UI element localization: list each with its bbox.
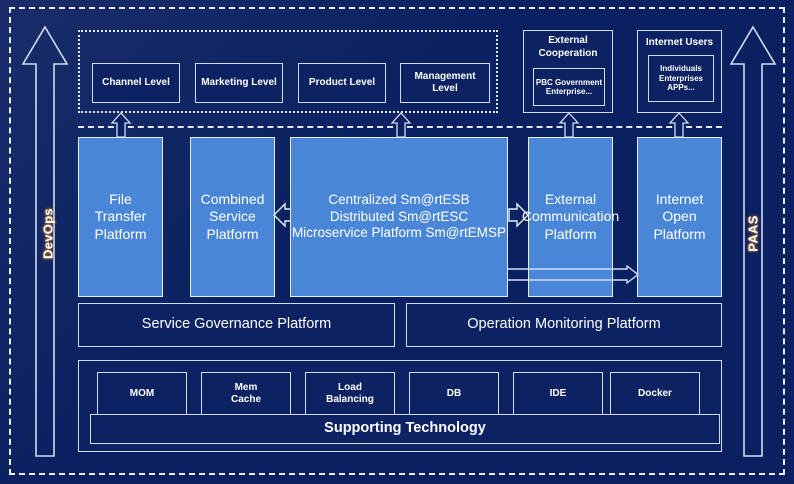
- up-arrow-icon-external: [558, 112, 580, 138]
- file-transfer-platform-line-3: Platform: [94, 225, 147, 242]
- paas-arrow-label: PAAS: [745, 215, 761, 252]
- line-arrow-to-internet-open-platform: [506, 264, 640, 285]
- level-box-marketing-label: Marketing Level: [201, 77, 277, 89]
- supporting-item-load-balancing[interactable]: Load Balancing: [305, 372, 395, 416]
- external-cooperation-box[interactable]: External Cooperation PBC Government Ente…: [523, 30, 613, 113]
- supporting-item-mom[interactable]: MOM: [97, 372, 187, 416]
- central-esb-platform-line-3: Microservice Platform Sm@rtEMSP: [292, 225, 506, 241]
- level-box-management[interactable]: Management Level: [400, 63, 490, 103]
- central-esb-platform-line-1: Centralized Sm@rtESB: [328, 192, 470, 208]
- level-box-product-label: Product Level: [308, 77, 376, 89]
- paas-arrow: [729, 24, 777, 459]
- supporting-item-db[interactable]: DB: [409, 372, 499, 416]
- supporting-item-ide-line-1: IDE: [549, 388, 567, 400]
- file-transfer-platform-line-1: File: [109, 191, 132, 208]
- devops-arrow: [21, 24, 69, 459]
- internet-open-platform-line-3: Platform: [653, 225, 706, 242]
- business-levels-group: [78, 30, 498, 113]
- file-transfer-platform[interactable]: File Transfer Platform: [78, 137, 163, 297]
- internet-users-inner-line-3: APPs...: [667, 83, 695, 93]
- supporting-item-docker-line-1: Docker: [638, 388, 672, 400]
- up-arrow-icon-channel: [110, 112, 132, 138]
- external-communication-platform-line-2: Communication: [521, 208, 620, 225]
- internet-open-platform-line-2: Open: [662, 208, 697, 225]
- external-cooperation-title: External Cooperation: [538, 35, 598, 59]
- service-governance-platform[interactable]: Service Governance Platform: [78, 303, 395, 347]
- external-communication-platform-line-3: Platform: [544, 225, 597, 242]
- supporting-item-db-line-1: DB: [446, 388, 462, 400]
- up-arrow-icon-internet: [668, 112, 690, 138]
- supporting-item-mom-line-1: MOM: [129, 388, 155, 400]
- combined-service-platform-line-3: Platform: [206, 225, 259, 242]
- internet-users-inner-line-2: Enterprises: [658, 73, 704, 83]
- external-communication-platform[interactable]: External Communication Platform: [522, 137, 619, 297]
- internet-users-box[interactable]: Internet Users Individuals Enterprises A…: [637, 30, 722, 113]
- supporting-item-load-balancing-line-1: Load: [338, 382, 362, 394]
- level-box-channel[interactable]: Channel Level: [92, 63, 180, 103]
- combined-service-platform[interactable]: Combined Service Platform: [190, 137, 275, 297]
- internet-users-title: Internet Users: [645, 37, 714, 48]
- combined-service-platform-line-2: Service: [209, 208, 256, 225]
- internet-open-platform[interactable]: Internet Open Platform: [637, 137, 722, 297]
- external-cooperation-inner-label: PBC Government Enterprise...: [535, 77, 603, 96]
- level-box-product[interactable]: Product Level: [298, 63, 386, 103]
- internet-users-inner: Individuals Enterprises APPs...: [648, 55, 714, 102]
- devops-arrow-label: DevOps: [40, 208, 56, 259]
- external-cooperation-inner: PBC Government Enterprise...: [533, 68, 605, 106]
- internet-open-platform-line-1: Internet: [655, 191, 704, 208]
- combined-service-platform-line-1: Combined: [200, 191, 265, 208]
- supporting-technology-banner[interactable]: Supporting Technology: [90, 414, 720, 444]
- supporting-item-docker[interactable]: Docker: [610, 372, 700, 416]
- supporting-item-mem-cache-line-2: Cache: [230, 394, 261, 405]
- central-esb-platform-line-2: Distributed Sm@rtESC: [329, 208, 469, 224]
- supporting-technology-banner-label: Supporting Technology: [324, 420, 486, 437]
- level-box-marketing[interactable]: Marketing Level: [195, 63, 283, 103]
- file-transfer-platform-line-2: Transfer: [94, 208, 147, 225]
- operation-monitoring-platform[interactable]: Operation Monitoring Platform: [406, 303, 722, 347]
- up-arrow-icon-central: [390, 112, 412, 138]
- supporting-item-ide[interactable]: IDE: [513, 372, 603, 416]
- service-governance-platform-label: Service Governance Platform: [141, 316, 332, 333]
- flow-arrow-right-icon: [508, 200, 530, 230]
- level-box-management-label: Management Level: [414, 71, 476, 94]
- external-communication-platform-line-1: External: [544, 191, 597, 208]
- internet-users-inner-line-1: Individuals: [660, 64, 702, 74]
- supporting-item-mem-cache[interactable]: Mem Cache: [201, 372, 291, 416]
- supporting-item-load-balancing-line-2: Balancing: [326, 394, 374, 405]
- level-box-channel-label: Channel Level: [102, 77, 170, 89]
- supporting-item-mem-cache-line-1: Mem: [234, 382, 258, 394]
- central-esb-platform[interactable]: Centralized Sm@rtESB Distributed Sm@rtES…: [290, 137, 508, 297]
- operation-monitoring-platform-label: Operation Monitoring Platform: [467, 316, 661, 333]
